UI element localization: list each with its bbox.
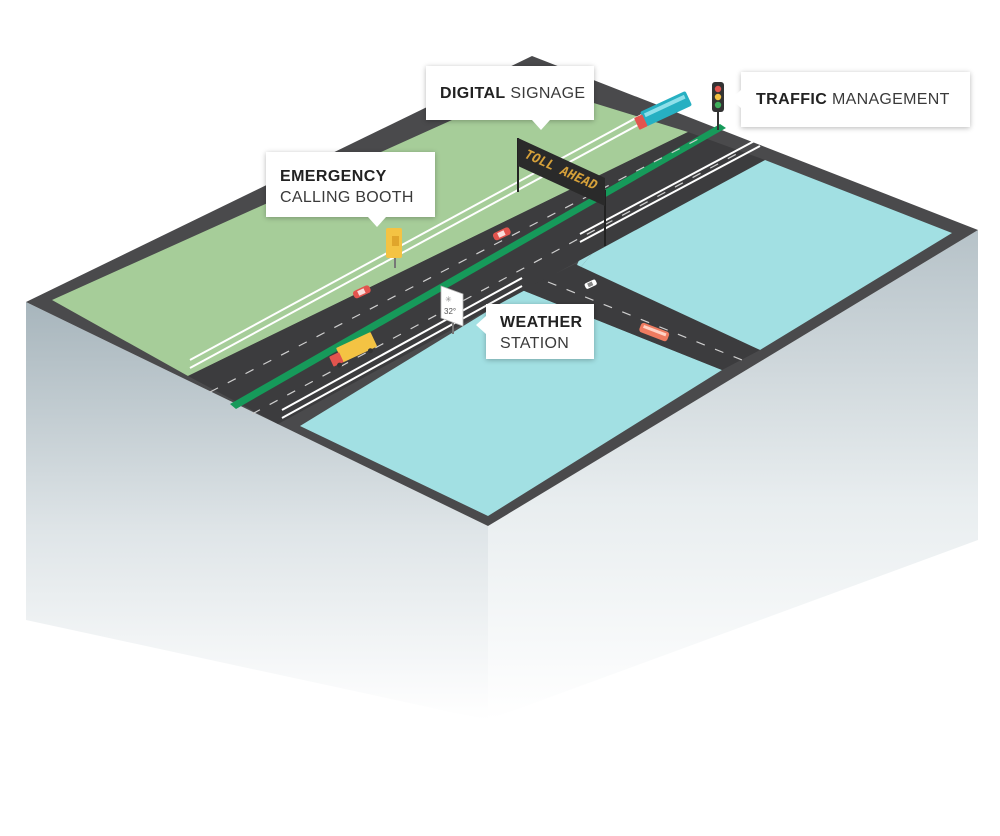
water-front	[300, 290, 722, 516]
booth-panel	[392, 236, 399, 246]
yellow-truck	[329, 332, 377, 368]
white-car	[584, 279, 597, 289]
toll-sign-board	[518, 138, 605, 206]
yellow-light-icon	[714, 93, 722, 101]
weather-station-label-light: STATION	[500, 335, 570, 352]
teal-bus	[634, 91, 692, 130]
weather-station-callout: WEATHER STATION	[476, 304, 594, 359]
digital-signage-callout: DIGITAL SIGNAGE	[426, 66, 594, 130]
weather-station-label-bold: WEATHER	[500, 314, 583, 331]
block-left-face	[26, 302, 488, 720]
fence-lower	[281, 137, 761, 419]
weather-reading: 32°	[444, 307, 456, 316]
lane-dash-line-1	[209, 135, 705, 393]
sun-icon: ✳	[445, 295, 452, 304]
traffic-management-label-light: MANAGEMENT	[831, 91, 950, 108]
red-light-icon	[714, 85, 722, 93]
side-road-dash	[547, 281, 743, 361]
traffic-management-label-bold: TRAFFIC	[756, 91, 828, 108]
red-car-2	[352, 285, 371, 299]
red-car-1	[492, 227, 511, 241]
block-right-face	[488, 230, 978, 720]
lane-dash-line-2	[251, 149, 745, 415]
fence-upper	[189, 105, 659, 369]
digital-signage-label-light: SIGNAGE	[510, 85, 586, 102]
coral-bus	[639, 322, 670, 342]
traffic-management-callout: TRAFFIC MANAGEMENT	[731, 72, 970, 127]
emergency-booth-label-bold: EMERGENCY	[280, 168, 387, 185]
emergency-booth-label-light: CALLING BOOTH	[280, 189, 414, 206]
emergency-booth-callout: EMERGENCY CALLING BOOTH	[266, 152, 435, 227]
weather-sign-board	[440, 285, 464, 327]
digital-signage-label-bold: DIGITAL	[440, 85, 506, 102]
green-light-icon	[714, 101, 722, 109]
